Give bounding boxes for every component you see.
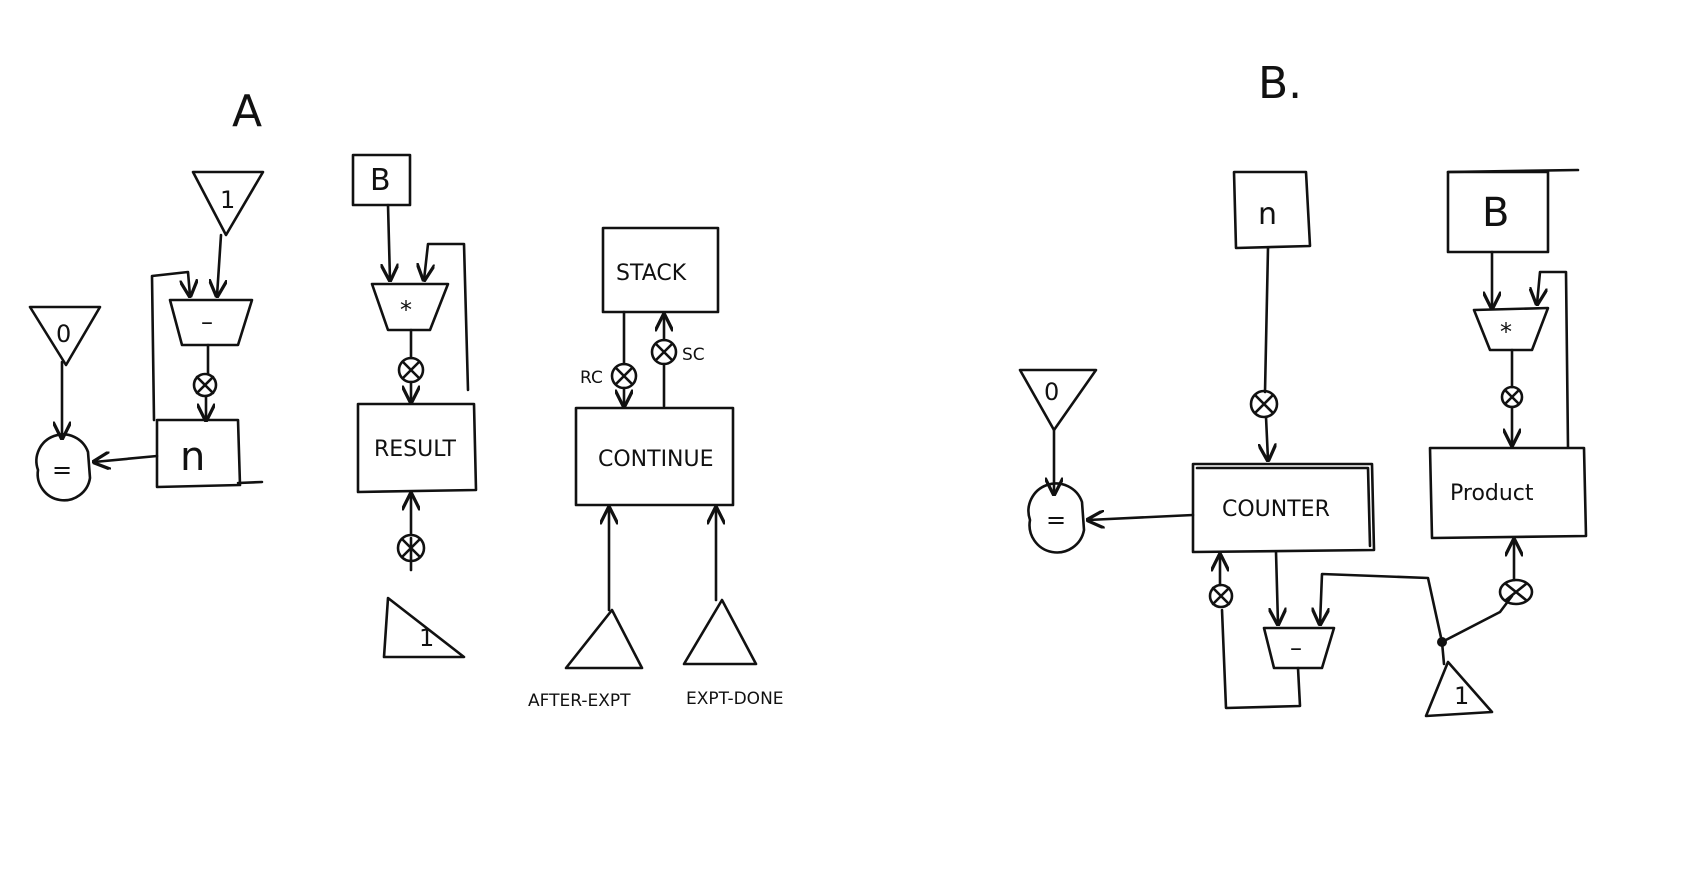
a-register-n-label: n <box>180 434 205 480</box>
b-constant-zero: 0 <box>1018 368 1098 432</box>
b-wire-counter-to-test <box>1088 515 1195 520</box>
a-wire-b-to-mul <box>388 203 390 280</box>
b-register-b-label: B <box>1482 190 1509 236</box>
b-constant-zero-label: 0 <box>1044 378 1059 406</box>
a-constant-one-bottom-label: 1 <box>419 624 434 652</box>
a-subtractor: – <box>168 298 254 347</box>
a-constant-zero: 0 <box>28 305 102 367</box>
a-register-b-label: B <box>370 163 391 198</box>
b-register-b: B <box>1446 168 1580 254</box>
diagram-b-title: B. <box>1258 58 1302 109</box>
a-equals-test-label: = <box>52 456 72 484</box>
a-button-result <box>397 356 425 384</box>
a-button-rc-label: RC <box>580 368 603 388</box>
a-multiplier: * <box>370 282 450 332</box>
a-register-continue: CONTINUE <box>574 406 735 507</box>
b-register-product: Product <box>1428 446 1588 540</box>
a-constant-zero-label: 0 <box>56 320 71 348</box>
a-register-result: RESULT <box>356 402 478 494</box>
diagram-a: A 0 = 1 – <box>28 86 784 711</box>
a-register-stack: STACK <box>601 226 720 314</box>
a-wire-result-feedback <box>424 242 470 392</box>
b-equals-test: = <box>1027 482 1086 554</box>
b-button-counter-dec <box>1208 583 1234 609</box>
a-constant-one-bottom: 1 <box>382 596 466 659</box>
b-wire-one-to-btn <box>1440 594 1514 644</box>
a-constant-one-top: 1 <box>191 170 265 237</box>
b-button-counter <box>1249 389 1279 419</box>
b-equals-test-label: = <box>1046 506 1066 534</box>
a-register-stack-label: STACK <box>616 261 687 286</box>
a-subtractor-label: – <box>201 308 213 336</box>
a-wire-n-to-test <box>94 456 159 462</box>
a-register-result-label: RESULT <box>374 437 456 462</box>
a-register-n: n <box>155 418 264 489</box>
b-register-n-label: n <box>1258 197 1277 232</box>
b-register-product-label: Product <box>1450 481 1534 506</box>
b-wire-sub-loop <box>1220 608 1302 710</box>
a-register-b: B <box>351 153 412 207</box>
a-button-rc <box>610 362 638 390</box>
a-multiplier-label: * <box>400 296 412 324</box>
b-wire-counter-to-sub <box>1276 550 1278 624</box>
b-wire-junction-to-one <box>1440 640 1446 666</box>
b-multiplier: * <box>1472 306 1550 352</box>
a-constant-after-expt <box>564 608 644 670</box>
b-subtractor-label: – <box>1290 634 1302 662</box>
a-constant-after-expt-label: AFTER-EXPT <box>528 691 631 711</box>
b-button-product <box>1500 385 1524 409</box>
b-wire-btn-to-counter <box>1266 415 1268 460</box>
diagram-b: B. n B * <box>1018 58 1588 718</box>
a-constant-expt-done-label: EXPT-DONE <box>686 689 784 709</box>
a-register-continue-label: CONTINUE <box>598 447 714 472</box>
b-multiplier-label: * <box>1500 318 1512 346</box>
b-constant-one-label: 1 <box>1454 682 1469 710</box>
a-constant-expt-done <box>682 598 758 666</box>
b-register-n: n <box>1232 170 1312 250</box>
a-wire-one-to-sub <box>217 233 221 296</box>
a-wire-n-feedback <box>150 270 190 422</box>
b-register-counter-label: COUNTER <box>1222 497 1330 522</box>
a-button-sc-label: SC <box>682 345 705 365</box>
a-button-sc <box>650 338 678 366</box>
b-constant-one: 1 <box>1424 660 1494 718</box>
b-button-product-init <box>1498 578 1534 606</box>
b-wire-product-feedback <box>1537 270 1570 449</box>
a-equals-test: = <box>35 433 92 502</box>
a-constant-one-top-label: 1 <box>220 186 235 214</box>
b-wire-n-to-btn <box>1263 246 1270 394</box>
a-button-n <box>192 372 218 398</box>
b-register-counter: COUNTER <box>1191 462 1376 554</box>
diagram-a-title: A <box>232 86 262 137</box>
b-subtractor: – <box>1262 626 1336 670</box>
b-wire-one-to-sub <box>1320 572 1444 644</box>
